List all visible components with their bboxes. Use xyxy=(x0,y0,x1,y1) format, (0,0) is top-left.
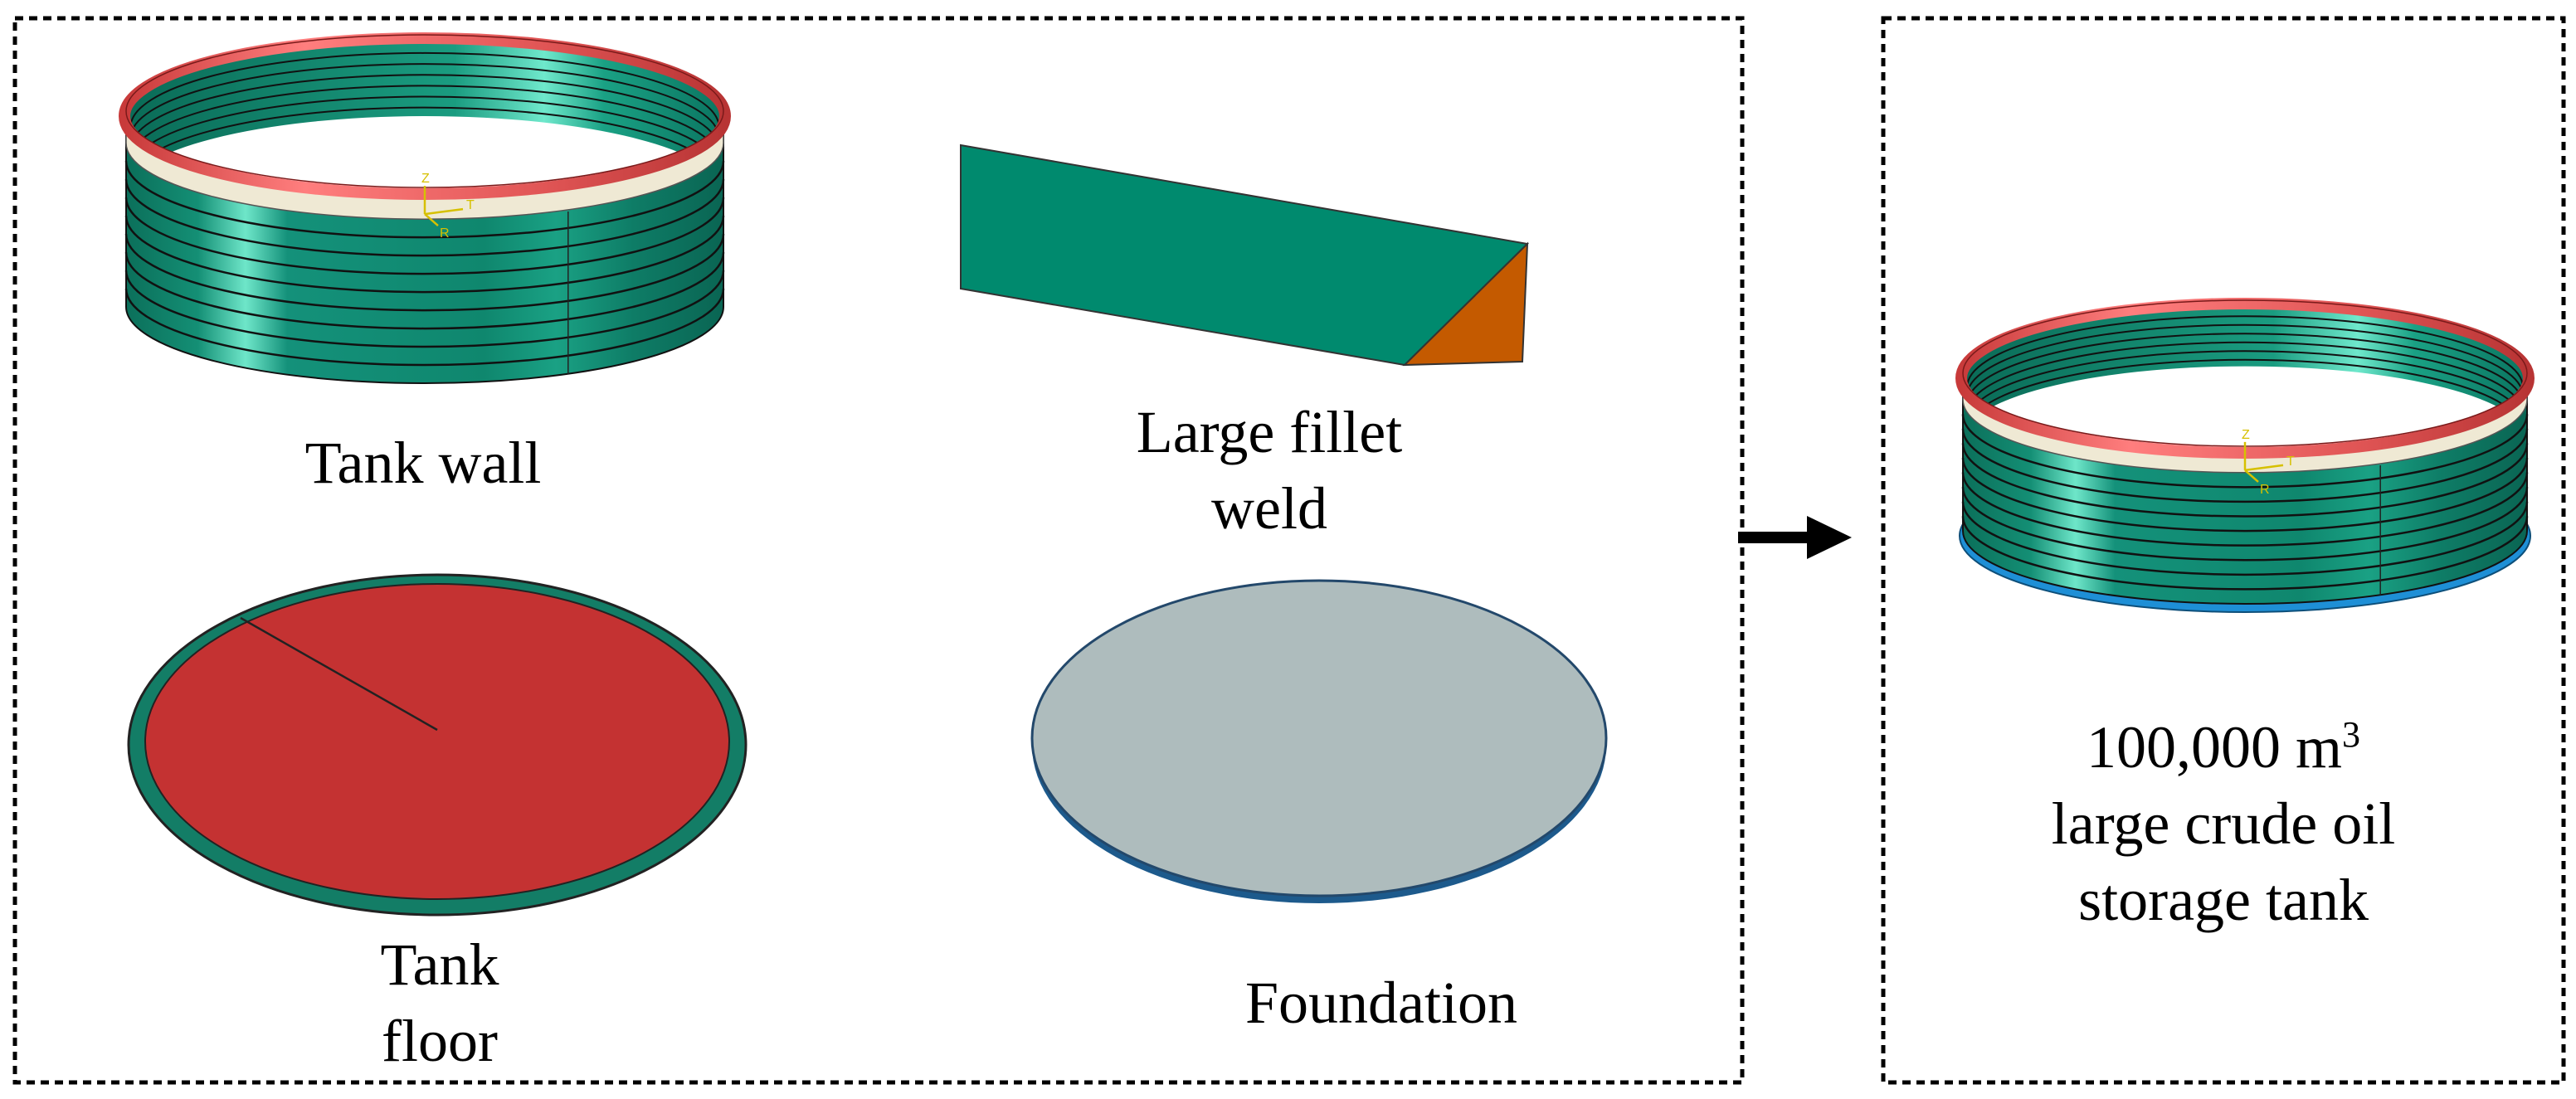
inner-ring-seam xyxy=(129,51,720,128)
weld-end-face xyxy=(1402,241,1529,367)
triad-z-label: Z xyxy=(421,172,430,186)
shell-course-seam xyxy=(1961,516,2529,591)
shell-course-seam xyxy=(1961,428,2529,503)
fillet-weld-label: Large fillet weld xyxy=(1103,394,1435,547)
assembled-label-line2: large crude oil xyxy=(2051,790,2396,857)
inner-ring-seam xyxy=(129,74,720,149)
assembled-volume-text: 100,000 m xyxy=(2086,714,2342,780)
components-frame xyxy=(12,16,1745,1085)
shell-course-seam xyxy=(124,197,725,275)
foundation-label: Foundation xyxy=(1203,965,1560,1041)
shell-course-seam xyxy=(124,289,725,367)
triad-z-label: Z xyxy=(2242,428,2250,442)
fillet-weld-model xyxy=(960,143,1530,367)
foundation-label-text: Foundation xyxy=(1244,970,1517,1036)
assembled-label-line3: storage tank xyxy=(2078,867,2369,933)
assembly-frame xyxy=(1881,16,2566,1085)
inner-ring-seam xyxy=(129,95,720,171)
inner-ring-seam xyxy=(1966,333,2524,405)
volume-unit-exponent: 3 xyxy=(2342,714,2360,755)
shell-course-seam xyxy=(124,270,725,348)
shell-course-seam xyxy=(1961,443,2529,518)
shell-course-seam xyxy=(124,179,725,257)
triad-t-label: T xyxy=(466,198,475,212)
fillet-weld-label-line1: Large fillet xyxy=(1136,399,1403,465)
inner-ring-seam xyxy=(129,106,720,182)
fillet-weld-label-line2: weld xyxy=(1211,475,1327,542)
tank-wall-label-text: Tank wall xyxy=(304,430,542,496)
shell-course-seam xyxy=(1961,472,2529,547)
triad-r-axis xyxy=(424,213,439,227)
assembled-volume-line: 100,000 m3 xyxy=(1933,709,2514,785)
triad-t-axis xyxy=(2244,464,2284,472)
foundation-top xyxy=(1030,579,1608,897)
assembly-arrow xyxy=(1738,516,1852,559)
floor-plate xyxy=(144,583,730,900)
shell-course-seam xyxy=(124,216,725,294)
inner-ring-seam xyxy=(1966,358,2524,431)
inner-ring-seam xyxy=(129,63,720,139)
tank-inner-wall xyxy=(1963,305,2527,440)
tank-inner-wall xyxy=(126,40,723,192)
tank-floor-label: Tank floor xyxy=(315,926,564,1079)
triad-r-label: R xyxy=(440,226,450,241)
shell-course-seam xyxy=(124,234,725,312)
inner-ring-seam xyxy=(1966,350,2524,422)
tank-floor-model xyxy=(127,573,747,917)
tank-wall-model: Z T R xyxy=(119,32,731,384)
triad-r-axis xyxy=(2244,469,2259,483)
tank-floor-label-line2: floor xyxy=(382,1008,498,1074)
triad-r-label: R xyxy=(2260,483,2270,497)
tank-wall-label: Tank wall xyxy=(249,425,597,501)
foundation-model xyxy=(1030,579,1608,903)
floor-seam xyxy=(240,616,438,732)
inner-ring-seam xyxy=(1966,323,2524,396)
triad-t-axis xyxy=(424,207,464,216)
tank-floor-label-line1: Tank xyxy=(380,931,499,998)
inner-ring-seam xyxy=(1966,315,2524,387)
triad-t-label: T xyxy=(2286,455,2295,469)
tank-outer-shell xyxy=(1962,377,2528,605)
inner-ring-seam xyxy=(1966,341,2524,414)
inner-ring-seam xyxy=(129,85,720,160)
shell-course-seam xyxy=(1961,458,2529,532)
shell-course-seam xyxy=(1961,501,2529,576)
shell-course-seam xyxy=(124,161,725,239)
shell-course-seam xyxy=(1961,414,2529,489)
assembled-tank-label: 100,000 m3 large crude oil storage tank xyxy=(1933,709,2514,938)
assembled-tank-model: Z T R xyxy=(1955,298,2535,613)
shell-course-seam xyxy=(1961,487,2529,562)
shell-course-seam xyxy=(124,252,725,330)
